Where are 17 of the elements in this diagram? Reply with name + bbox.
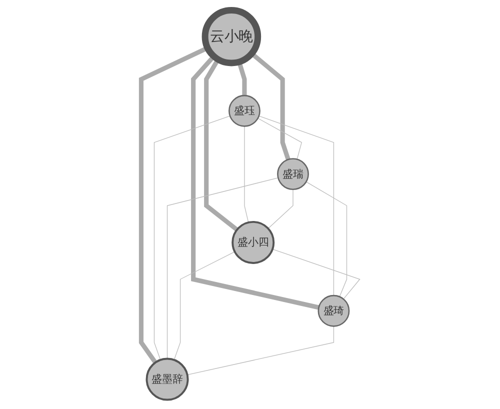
node-circle: 盛瑞 (276, 158, 308, 190)
node-circle: 盛珏 (228, 94, 260, 126)
connector (186, 325, 334, 375)
node-circle: 云小晚 (201, 6, 261, 66)
connector (244, 125, 248, 222)
node-circle: 盛墨辞 (145, 357, 188, 400)
node-circle: 盛琦 (317, 294, 350, 326)
connector (173, 250, 235, 360)
connector (267, 188, 293, 228)
connector (305, 181, 347, 297)
connector (153, 115, 230, 360)
connector (272, 248, 360, 299)
connector (258, 115, 334, 296)
connector (257, 117, 302, 160)
connector (250, 51, 290, 160)
connector (166, 176, 278, 359)
node-circle: 盛小四 (231, 220, 274, 264)
